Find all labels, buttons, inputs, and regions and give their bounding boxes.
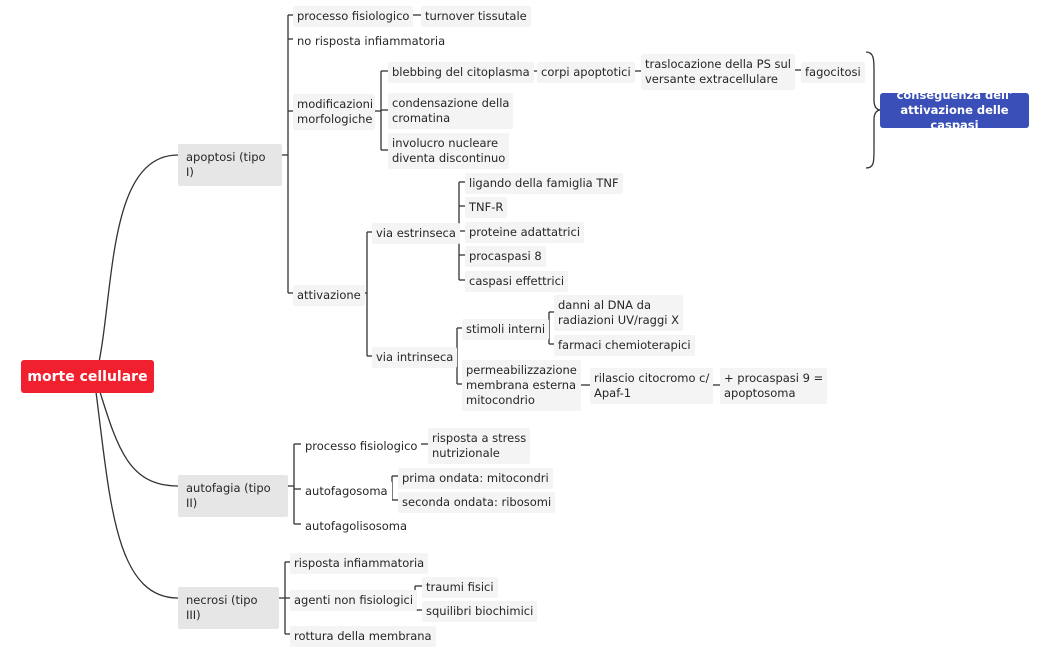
apoptosi-estrinseca[interactable]: via estrinseca — [372, 223, 460, 244]
callout-bracket — [865, 51, 882, 169]
necrosi-rottura[interactable]: rottura della membrana — [290, 626, 436, 647]
apoptosi-procaspasi8[interactable]: procaspasi 8 — [465, 246, 546, 267]
main-necrosi[interactable]: necrosi (tipo III) — [178, 587, 279, 629]
link-root-autofagia — [99, 391, 179, 487]
apoptosi-permeabilizzazione[interactable]: permeabilizzazione membrana esterna mito… — [462, 360, 581, 411]
callout-node[interactable]: conseguenza dell' attivazione delle casp… — [880, 88, 1029, 132]
link-root-necrosi — [95, 391, 179, 599]
apoptosi-blebbing[interactable]: blebbing del citoplasma — [388, 62, 534, 83]
necrosi-agenti[interactable]: agenti non fisiologici — [290, 590, 418, 611]
apoptosi-apoptosoma[interactable]: + procaspasi 9 = apoptosoma — [720, 368, 828, 404]
apoptosi-farmaci[interactable]: farmaci chemioterapici — [554, 335, 695, 356]
apoptosi-proteine[interactable]: proteine adattatrici — [465, 222, 585, 243]
apoptosi-corpi[interactable]: corpi apoptotici — [537, 62, 635, 83]
autofagia-risposta[interactable]: risposta a stress nutrizionale — [428, 428, 531, 464]
apoptosi-traslocazione[interactable]: traslocazione della PS sul versante extr… — [641, 54, 795, 90]
necrosi-squilibri[interactable]: squilibri biochimici — [422, 601, 538, 622]
apoptosi-attivazione[interactable]: attivazione — [293, 285, 365, 306]
apoptosi-fagocitosi[interactable]: fagocitosi — [801, 62, 865, 83]
apoptosi-condensazione[interactable]: condensazione della cromatina — [388, 93, 514, 129]
autofagia-autofagosoma[interactable]: autofagosoma — [301, 481, 392, 502]
main-apoptosi[interactable]: apoptosi (tipo I) — [178, 144, 282, 186]
apoptosi-ligando[interactable]: ligando della famiglia TNF — [465, 173, 623, 194]
main-autofagia[interactable]: autofagia (tipo II) — [178, 475, 288, 517]
apoptosi-stimoli[interactable]: stimoli interni — [462, 319, 550, 340]
necrosi-risposta[interactable]: risposta infiammatoria — [290, 553, 429, 574]
apoptosi-modificazioni[interactable]: modificazioni morfologiche — [293, 94, 375, 130]
autofagia-prima[interactable]: prima ondata: mitocondri — [398, 468, 553, 489]
link-root-apoptosi — [95, 154, 179, 377]
apoptosi-tnfr[interactable]: TNF-R — [465, 197, 508, 218]
apoptosi-caspasi[interactable]: caspasi effettrici — [465, 271, 569, 292]
necrosi-traumi[interactable]: traumi fisici — [422, 577, 498, 598]
autofagia-processo[interactable]: processo fisiologico — [301, 436, 422, 457]
autofagia-autofagolisosoma[interactable]: autofagolisosoma — [301, 516, 412, 537]
apoptosi-rilascio[interactable]: rilascio citocromo c/ Apaf-1 — [590, 368, 714, 404]
apoptosi-involucro[interactable]: involucro nucleare diventa discontinuo — [388, 133, 510, 169]
apoptosi-processo[interactable]: processo fisiologico — [293, 6, 414, 27]
apoptosi-danni[interactable]: danni al DNA da radiazioni UV/raggi X — [554, 295, 683, 331]
apoptosi-turnover[interactable]: turnover tissutale — [421, 6, 531, 27]
root-node[interactable]: morte cellulare — [21, 360, 154, 393]
autofagia-seconda[interactable]: seconda ondata: ribosomi — [398, 492, 556, 513]
apoptosi-no-infiammatoria[interactable]: no risposta infiammatoria — [293, 31, 450, 52]
apoptosi-intrinseca[interactable]: via intrinseca — [372, 347, 458, 368]
